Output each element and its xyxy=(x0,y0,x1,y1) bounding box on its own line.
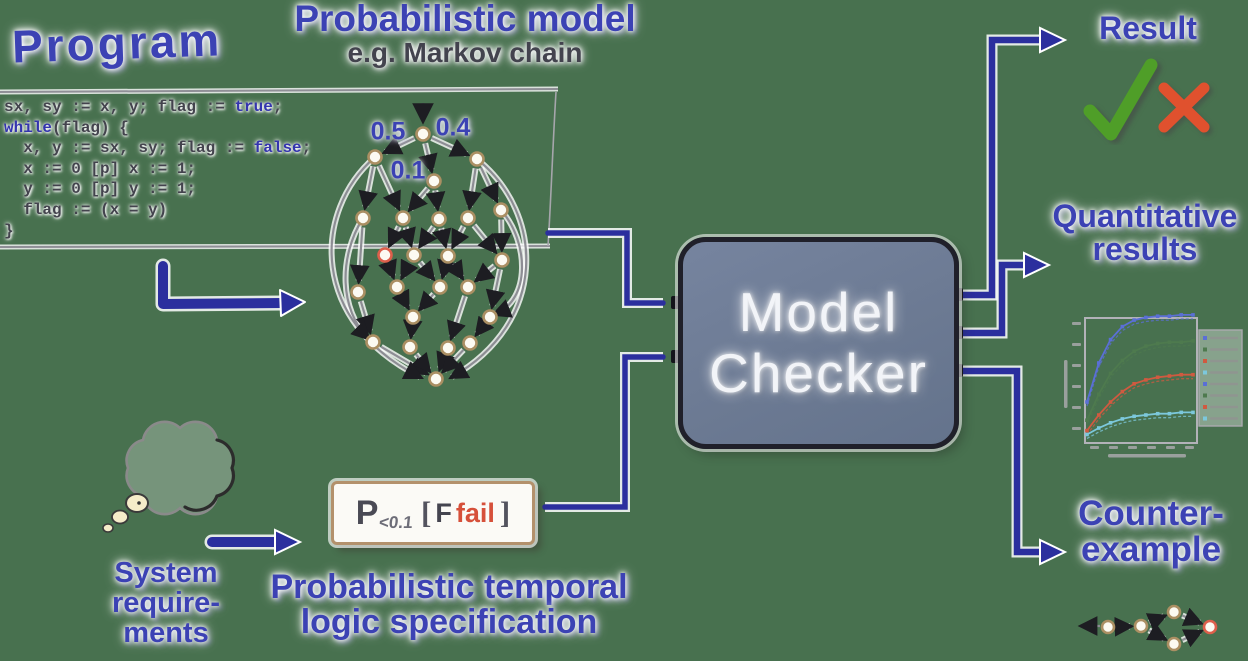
spec-caption-line1: Probabilistic temporal xyxy=(270,568,628,606)
thought-cloud-icon xyxy=(102,420,235,533)
probabilistic-model-heading: Probabilistic model e.g. Markov chain xyxy=(278,0,652,68)
result-heading: Result xyxy=(1099,10,1197,46)
probabilistic-model-title: Probabilistic model xyxy=(294,0,636,39)
arrow-checker-to-result xyxy=(957,26,1068,301)
probability-label-04: 0.4 xyxy=(435,113,471,142)
counterexample-line1: Counter- xyxy=(1078,494,1224,533)
connector-model-to-checker xyxy=(545,228,666,308)
model-checker-line2: Checker xyxy=(709,342,928,404)
markov-chain-graph xyxy=(328,103,530,387)
formula-open-bracket: [ xyxy=(421,495,432,530)
formula-fail-label: fail xyxy=(455,497,495,528)
arrow-checker-to-counterexample xyxy=(957,365,1068,566)
formula-close-bracket: ] xyxy=(499,495,511,530)
system-requirements-line1: System xyxy=(114,557,218,589)
formula-p-operator: P xyxy=(355,493,379,532)
cross-icon xyxy=(1158,82,1210,133)
arrow-program-to-model xyxy=(155,258,306,317)
temporal-logic-formula-box: P <0.1 [ F fail ] xyxy=(331,481,535,545)
quantitative-line2: results xyxy=(1092,231,1198,268)
arrow-requirements-to-spec xyxy=(204,528,303,556)
check-icon xyxy=(1083,58,1158,141)
quantitative-results-heading: Quantitative results xyxy=(1042,198,1248,268)
spec-caption-line2: logic specification xyxy=(300,603,598,642)
probability-label-01: 0.1 xyxy=(390,156,426,185)
probability-label-05: 0.5 xyxy=(370,117,406,146)
spec-caption: Probabilistic temporal logic specificati… xyxy=(258,568,640,642)
counterexample-heading: Counter- example xyxy=(1056,494,1246,570)
program-title: Program xyxy=(11,13,224,73)
system-requirements-line3: ments xyxy=(123,617,209,650)
system-requirements-line2: require- xyxy=(112,587,220,620)
connector-spec-to-checker xyxy=(542,352,666,512)
model-checker-box: Model Checker xyxy=(678,237,959,449)
system-requirements-heading: System require- ments xyxy=(90,557,242,650)
formula-probability-bound: <0.1 xyxy=(378,513,415,532)
formula-finally-operator: F xyxy=(435,497,452,528)
model-checker-line1: Model xyxy=(738,281,899,343)
quantitative-line1: Quantitative xyxy=(1052,198,1238,234)
counterexample-line2: example xyxy=(1080,530,1222,570)
program-code: sx, sy := x, y; flag := true;while(flag)… xyxy=(4,98,312,240)
probabilistic-model-subtitle: e.g. Markov chain xyxy=(347,37,583,69)
counterexample-graph xyxy=(1077,604,1218,652)
result-icons xyxy=(1083,58,1210,141)
quantitative-results-chart xyxy=(1064,313,1243,458)
arrow-checker-to-quantitative xyxy=(957,251,1052,339)
